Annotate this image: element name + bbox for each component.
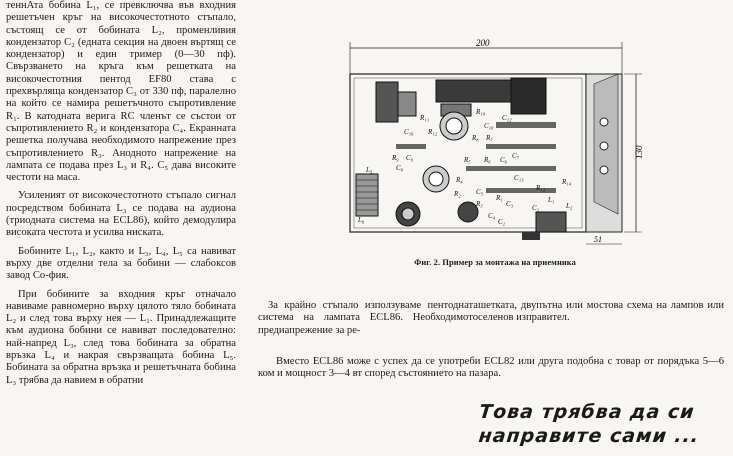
assembly-figure: 200 130 51 C₁₆ R₁₁ R₁₂ R₁₀ C₁₀ bbox=[349, 38, 644, 245]
component-label: C₁₀ bbox=[484, 122, 494, 130]
paragraph-2: Усиленият от високочестотното стъпало си… bbox=[6, 190, 236, 239]
component-label: R₈ bbox=[471, 134, 479, 142]
dimension-width-label: 200 bbox=[476, 38, 490, 48]
component-label: C₁ bbox=[532, 204, 539, 212]
component-label: C₃ bbox=[506, 200, 514, 208]
component-label: R₅ bbox=[463, 156, 471, 164]
handwritten-line-1: Това трябва да си bbox=[478, 401, 696, 423]
component-label: C₅ bbox=[476, 188, 484, 196]
component-label: R₇ bbox=[485, 134, 493, 142]
component-label: R₄ bbox=[455, 176, 463, 184]
component-label: C₁₃ bbox=[514, 174, 524, 182]
component-label: R₃ bbox=[475, 200, 483, 208]
middle-paragraph-text: За крайно стъпало използуваме пентодната… bbox=[258, 300, 478, 336]
component-label: R₁₄ bbox=[561, 178, 572, 186]
dimension-small-label: 51 bbox=[594, 235, 602, 244]
component-label: C₇ bbox=[512, 152, 520, 160]
paragraph-4: При бобините за входния кръг отначало на… bbox=[6, 288, 236, 386]
handwritten-line-2: направите сами ... bbox=[477, 425, 701, 447]
component-label: L₅ bbox=[365, 166, 373, 174]
component-label: C₈ bbox=[396, 164, 404, 172]
right-paragraph: шетката, двупътна или мостова схема на л… bbox=[478, 300, 724, 325]
component-label: C₂ bbox=[498, 218, 506, 226]
handwritten-heading: Това трябва да си направите сами ... bbox=[475, 400, 703, 448]
dimension-height-label: 130 bbox=[634, 145, 644, 159]
component-label: R₉ bbox=[391, 154, 399, 162]
component-label: R₁₃ bbox=[535, 184, 546, 192]
paragraph-1: теннАта бобина L₁, се превключва във вхо… bbox=[6, 0, 236, 184]
component-label: R₆ bbox=[483, 156, 491, 164]
component-label: R₁₂ bbox=[427, 128, 438, 136]
component-label: L₁ bbox=[547, 196, 554, 204]
paragraph-3: Бобините L₁, L₂, както и L₃, L₄, L₅ са н… bbox=[6, 245, 236, 282]
right-paragraph-text: шетката, двупътна или мостова схема на л… bbox=[478, 300, 724, 324]
component-label: R₁₀ bbox=[475, 108, 486, 116]
component-label: C₁₂ bbox=[502, 114, 512, 122]
bottom-paragraph: Вместо ECL86 може с успех да се употреби… bbox=[258, 356, 724, 380]
component-label: R₁₁ bbox=[419, 114, 429, 122]
left-text-column: теннАта бобина L₁, се превключва във вхо… bbox=[6, 0, 236, 387]
component-label: L₂ bbox=[565, 202, 573, 210]
component-label: C₉ bbox=[406, 154, 414, 162]
figure-caption: Фиг. 2. Пример за монтажа на приемника bbox=[414, 258, 576, 267]
component-label: C₁₆ bbox=[404, 128, 414, 136]
component-label: C₆ bbox=[500, 156, 508, 164]
component-label: C₄ bbox=[488, 212, 496, 220]
component-label: R₁ bbox=[495, 194, 503, 202]
component-label: L₆ bbox=[357, 216, 365, 224]
middle-paragraph: За крайно стъпало използуваме пентодната… bbox=[258, 300, 478, 337]
component-label: R₂ bbox=[453, 190, 461, 198]
